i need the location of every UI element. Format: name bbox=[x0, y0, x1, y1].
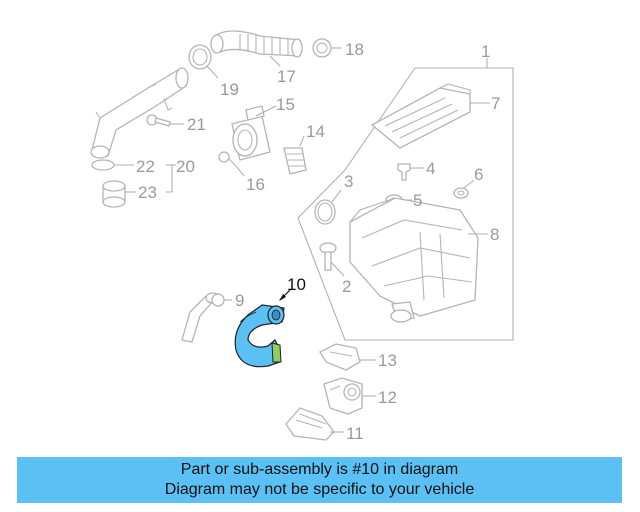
part-12-resonator[interactable] bbox=[323, 377, 376, 415]
part-8-lower-housing[interactable] bbox=[349, 197, 488, 323]
callout-labels: 1 2 3 4 5 6 7 8 9 10 11 12 13 14 15 16 1… bbox=[136, 40, 500, 443]
callout-6: 6 bbox=[474, 165, 483, 184]
part-16-screw[interactable] bbox=[218, 151, 245, 177]
air-cleaner-bracket bbox=[297, 58, 514, 341]
callout-8: 8 bbox=[490, 225, 499, 244]
part-20-bracket bbox=[166, 164, 176, 193]
info-banner: Part or sub-assembly is #10 in diagram D… bbox=[17, 457, 622, 503]
part-23-sleeve[interactable] bbox=[102, 180, 136, 208]
callout-9: 9 bbox=[235, 291, 244, 310]
callout-4: 4 bbox=[426, 159, 435, 178]
callout-22: 22 bbox=[136, 157, 155, 176]
part-9-vacuum-line[interactable] bbox=[181, 292, 232, 343]
part-10-air-duct[interactable] bbox=[234, 289, 291, 368]
callout-14: 14 bbox=[306, 122, 325, 141]
callout-17: 17 bbox=[277, 67, 296, 86]
part-19-clamp[interactable] bbox=[188, 44, 219, 79]
callout-2: 2 bbox=[342, 277, 351, 296]
part-18-clamp[interactable] bbox=[312, 38, 342, 58]
part-11-duct[interactable] bbox=[285, 407, 344, 441]
banner-line-1: Part or sub-assembly is #10 in diagram bbox=[180, 461, 459, 478]
callout-15: 15 bbox=[276, 95, 295, 114]
callout-23: 23 bbox=[138, 183, 157, 202]
part-2-bolt[interactable] bbox=[319, 242, 345, 277]
parts-diagram: 1 2 3 4 5 6 7 8 9 10 11 12 13 14 15 16 1… bbox=[90, 30, 514, 443]
callout-3: 3 bbox=[344, 172, 353, 191]
part-13-bracket[interactable] bbox=[319, 343, 376, 371]
part-4-clip[interactable] bbox=[397, 163, 424, 181]
callout-21: 21 bbox=[187, 115, 206, 134]
part-22-ring[interactable] bbox=[91, 159, 134, 171]
callout-7: 7 bbox=[491, 94, 500, 113]
part-3-seal-ring[interactable] bbox=[314, 189, 342, 225]
callout-19: 19 bbox=[220, 80, 239, 99]
part-15-airflow-sensor[interactable] bbox=[231, 105, 277, 161]
callout-11: 11 bbox=[346, 424, 364, 443]
part-6-grommet[interactable] bbox=[453, 179, 475, 199]
banner-line-2: Diagram may not be specific to your vehi… bbox=[164, 481, 475, 498]
part-14-connector[interactable] bbox=[283, 135, 307, 175]
callout-18: 18 bbox=[345, 40, 364, 59]
callout-13: 13 bbox=[378, 351, 397, 370]
part-21-bolt[interactable] bbox=[146, 114, 184, 127]
callout-16: 16 bbox=[246, 175, 265, 194]
part-20-intake-pipe[interactable] bbox=[90, 67, 189, 159]
callout-20: 20 bbox=[176, 157, 195, 176]
part-7-upper-housing[interactable] bbox=[370, 83, 490, 149]
callout-5: 5 bbox=[413, 191, 422, 210]
part-17-bellows-hose[interactable] bbox=[210, 30, 303, 67]
callout-12: 12 bbox=[378, 388, 397, 407]
callout-1: 1 bbox=[481, 42, 490, 61]
callout-10: 10 bbox=[287, 275, 306, 294]
